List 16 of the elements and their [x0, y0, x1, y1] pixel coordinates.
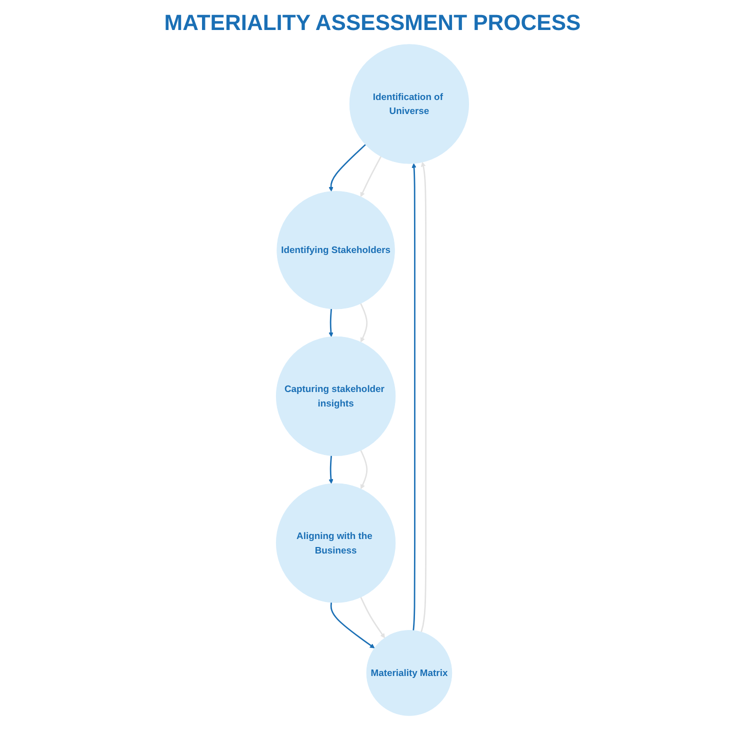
node-circle: Identifying Stakeholders [276, 190, 395, 310]
diagram-title: MATERIALITY ASSESSMENT PROCESS [163, 10, 582, 36]
node-circle: Aligning with the Business [276, 483, 396, 603]
arrow [330, 602, 375, 648]
arrow [360, 156, 382, 197]
arrow [328, 456, 334, 484]
arrow [412, 163, 416, 631]
arrow [360, 303, 368, 342]
node-circle: Capturing stakeholder insights [276, 336, 396, 456]
arrow [360, 596, 385, 638]
arrow [420, 162, 427, 632]
node-circle: Materiality Matrix [366, 630, 452, 716]
arrow [360, 450, 368, 490]
arrow [328, 144, 366, 192]
node-circle: Identification of Universe [349, 44, 470, 164]
arrow [328, 308, 334, 338]
